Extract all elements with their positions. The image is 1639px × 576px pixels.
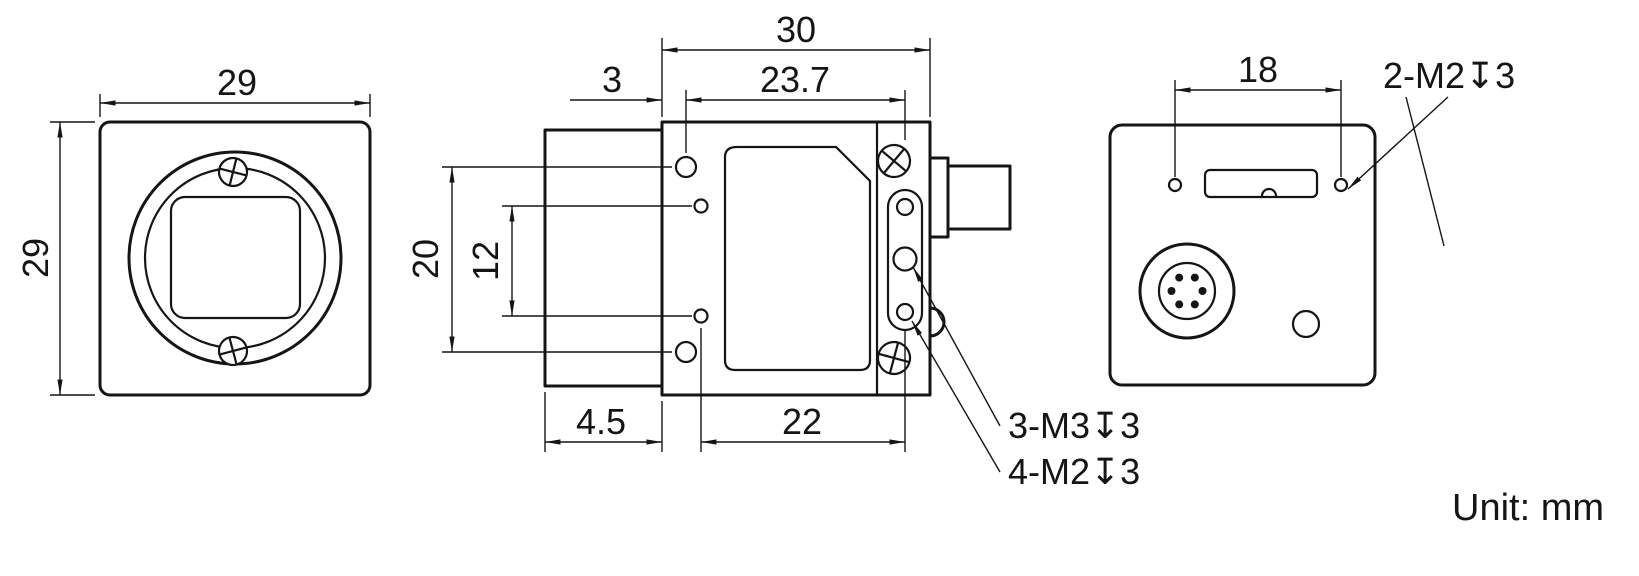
dim-front-width: 29 [99,62,371,117]
rear-body [1108,123,1377,387]
hole-m2-right-top [895,197,915,217]
dim-label-edge-offset: 3 [602,59,622,100]
hole-m2-lower-left [693,308,709,324]
hole-m2-right-bottom [895,302,915,322]
connector-barrel [946,164,1012,231]
dim-label-pitch-bottom: 22 [782,401,822,442]
screw-side-bottom [876,340,912,376]
screw-side-top [876,143,912,179]
dim-label-rear-pitch: 18 [1238,49,1278,90]
lens-barrel [543,128,664,388]
rear-view: 18 2-M2↧3 [1108,49,1515,387]
side-inner-panel [723,145,872,372]
hole-m3-bottom-left [674,340,698,364]
dim-side-flange-depth: 4.5 [544,392,663,452]
dim-side-pitch-v-inner: 12 [465,205,692,317]
dim-label-front-width: 29 [217,62,257,103]
dim-front-height: 29 [15,121,95,396]
dim-side-pitch-bottom: 22 [700,328,906,452]
dim-side-hole-pitch-h: 23.7 [685,59,906,153]
rear-hole-m2-right [1333,177,1349,193]
dim-label-body-width: 30 [776,9,816,50]
dim-label-pitch-v-inner: 12 [465,241,506,281]
rear-led-hole [1291,309,1321,339]
connector-flange [928,156,950,239]
card-slot [1203,168,1319,199]
side-body [660,120,932,397]
unit-label: Unit: mm [1452,487,1604,529]
dim-side-pitch-v-outer: 20 [405,166,672,353]
hole-m2-upper-left [693,198,709,214]
front-body [98,120,372,397]
dim-label-front-height: 29 [15,238,56,278]
screw-front-top [217,156,249,188]
rear-hole-m2-left [1167,177,1183,193]
dim-label-hole-pitch-h: 23.7 [760,59,830,100]
dim-side-edge-offset: 3 [570,59,662,103]
power-io-connector [1138,242,1236,340]
side-view: 30 23.7 3 20 12 4.5 [405,9,1140,492]
hole-m3-top-left [674,155,698,179]
screw-front-bottom [217,335,249,367]
front-view: 29 29 [15,62,372,397]
dim-label-pitch-v-outer: 20 [405,239,446,279]
callout-m3-holes: 3-M3↧3 [912,266,1140,446]
callout-label-rear-m2: 2-M2↧3 [1383,55,1515,96]
dim-side-body-width: 30 [661,9,931,117]
callout-rear-m2: 2-M2↧3 [1347,55,1515,247]
hole-m3-right-mid [892,246,918,272]
callout-label-m3: 3-M3↧3 [1008,405,1140,446]
callout-label-m2: 4-M2↧3 [1008,451,1140,492]
dim-label-flange-depth: 4.5 [576,401,626,442]
dim-rear-hole-pitch: 18 [1174,49,1342,177]
sensor-window [169,195,302,320]
card-slot-notch [1260,187,1278,197]
callout-m2-holes: 4-M2↧3 [911,320,1140,492]
